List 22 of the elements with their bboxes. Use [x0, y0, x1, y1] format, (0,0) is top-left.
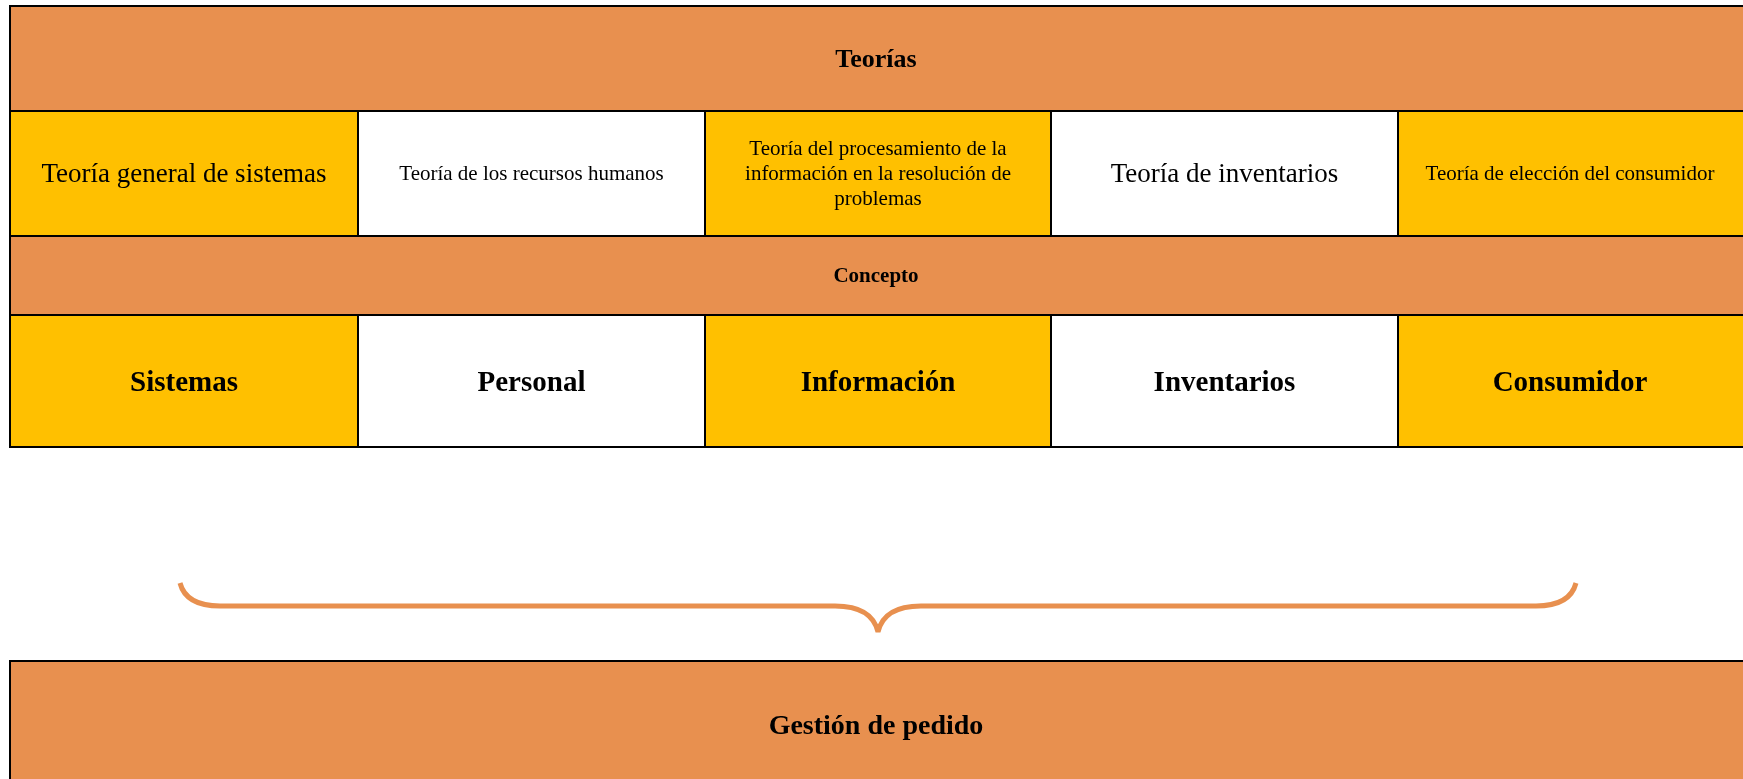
band-title: Concepto [833, 262, 919, 289]
theory-cell [704, 110, 1052, 237]
theory-cell [1397, 110, 1743, 237]
cell-text: Teoría de elección del consumidor [1425, 160, 1715, 187]
header-band [9, 5, 1743, 112]
cell-text: Teoría general de sistemas [41, 157, 327, 190]
theory-cell [9, 110, 359, 237]
band-title: Teorías [835, 42, 917, 75]
cell-text: Gestión de pedido [768, 708, 984, 742]
cell-text: Sistemas [130, 363, 238, 399]
cell-text: Inventarios [1153, 363, 1296, 399]
cell-text: Personal [477, 363, 586, 399]
cell-text: Teoría del procesamiento de la información en la resolución de problemas [744, 135, 1012, 212]
concept-cell [704, 314, 1052, 448]
concept-cell [9, 314, 359, 448]
cell-text: Teoría de inventarios [1110, 157, 1339, 190]
header-band [9, 235, 1743, 316]
result-band [9, 660, 1743, 779]
cell-text: Teoría de los recursos humanos [399, 160, 664, 187]
cell-text: Consumidor [1492, 363, 1648, 399]
cell-text: Información [800, 363, 956, 399]
concept-cell [1397, 314, 1743, 448]
